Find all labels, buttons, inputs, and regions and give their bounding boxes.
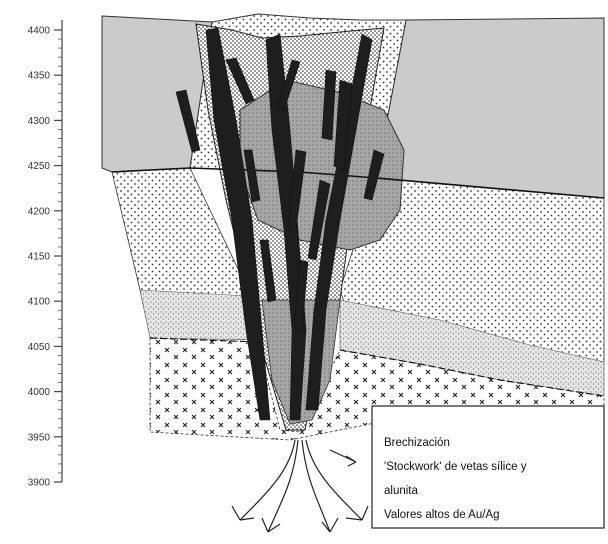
tick-label: 4300 (28, 116, 51, 127)
tick-label: 4100 (28, 297, 51, 308)
fine-band-left (140, 290, 258, 340)
tick-label: 4250 (28, 161, 51, 172)
tick-label: 4350 (28, 71, 51, 82)
flow-arrow-left (232, 440, 295, 520)
host-rock-right (376, 18, 604, 198)
legend-line-1: Brechización (384, 437, 450, 449)
legend-line-2: 'Stockwork' de vetas sílice y (384, 461, 527, 473)
elevation-axis: 4400 4350 4300 4250 4200 4150 4100 4050 4000 3950… (28, 20, 62, 489)
tick-labels: 4400 4350 4300 4250 4200 4150 4100 4050 4000 3950… (28, 26, 62, 489)
flow-arrow-center-left (262, 440, 298, 532)
tick-label: 3950 (28, 432, 51, 443)
legend-line-4: Valores altos de Au/Ag (384, 509, 500, 521)
tick-label: 4150 (28, 252, 51, 263)
legend: Brechización 'Stockwork' de vetas sílice… (372, 406, 604, 528)
tick-label: 3900 (28, 478, 51, 489)
fluid-flow-arrows (232, 440, 368, 532)
flow-arrow-center-right (302, 440, 338, 532)
flow-arrow-right (306, 440, 368, 520)
legend-line-3: alunita (384, 485, 418, 497)
tick-label: 4200 (28, 206, 51, 217)
tick-label: 4050 (28, 342, 51, 353)
flow-arrow-side (330, 450, 356, 466)
tick-label: 4400 (28, 26, 51, 37)
tick-label: 4000 (28, 387, 51, 398)
